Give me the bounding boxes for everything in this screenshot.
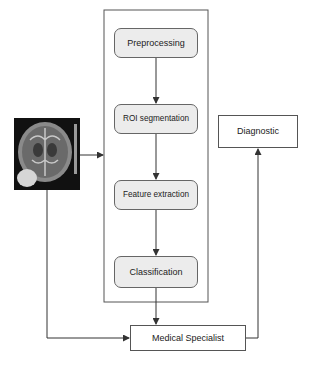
box-label: Preprocessing xyxy=(124,38,188,48)
box-label: Medical Specialist xyxy=(149,333,227,343)
flow-arrow xyxy=(156,210,157,255)
flow-arrow xyxy=(156,288,157,324)
text-stack: Classification xyxy=(126,267,185,277)
process-box: Feature extraction xyxy=(114,180,198,210)
flow-arrow xyxy=(156,134,157,179)
process-box: Classification xyxy=(114,256,198,288)
box-label: ROI segmentation xyxy=(120,114,192,123)
flow-arrow xyxy=(156,58,157,103)
box-label: Classification xyxy=(126,267,185,277)
text-stack: Diagnostic xyxy=(234,126,282,136)
text-stack: ROI segmentation xyxy=(120,114,192,123)
text-stack: Feature extraction xyxy=(120,190,192,199)
pipeline-frame xyxy=(104,10,208,302)
output-box: Diagnostic xyxy=(218,115,298,148)
box-label: Diagnostic xyxy=(234,126,282,136)
process-box: Preprocessing xyxy=(114,28,198,58)
process-box: ROI segmentation xyxy=(114,104,198,134)
input-arrow xyxy=(80,155,103,156)
brain-scan xyxy=(14,118,80,190)
flow-arrow xyxy=(246,149,258,338)
box-label: Feature extraction xyxy=(120,190,192,199)
text-stack: Preprocessing xyxy=(124,38,188,48)
actor-box: Medical Specialist xyxy=(130,325,246,351)
text-stack: Medical Specialist xyxy=(149,333,227,343)
